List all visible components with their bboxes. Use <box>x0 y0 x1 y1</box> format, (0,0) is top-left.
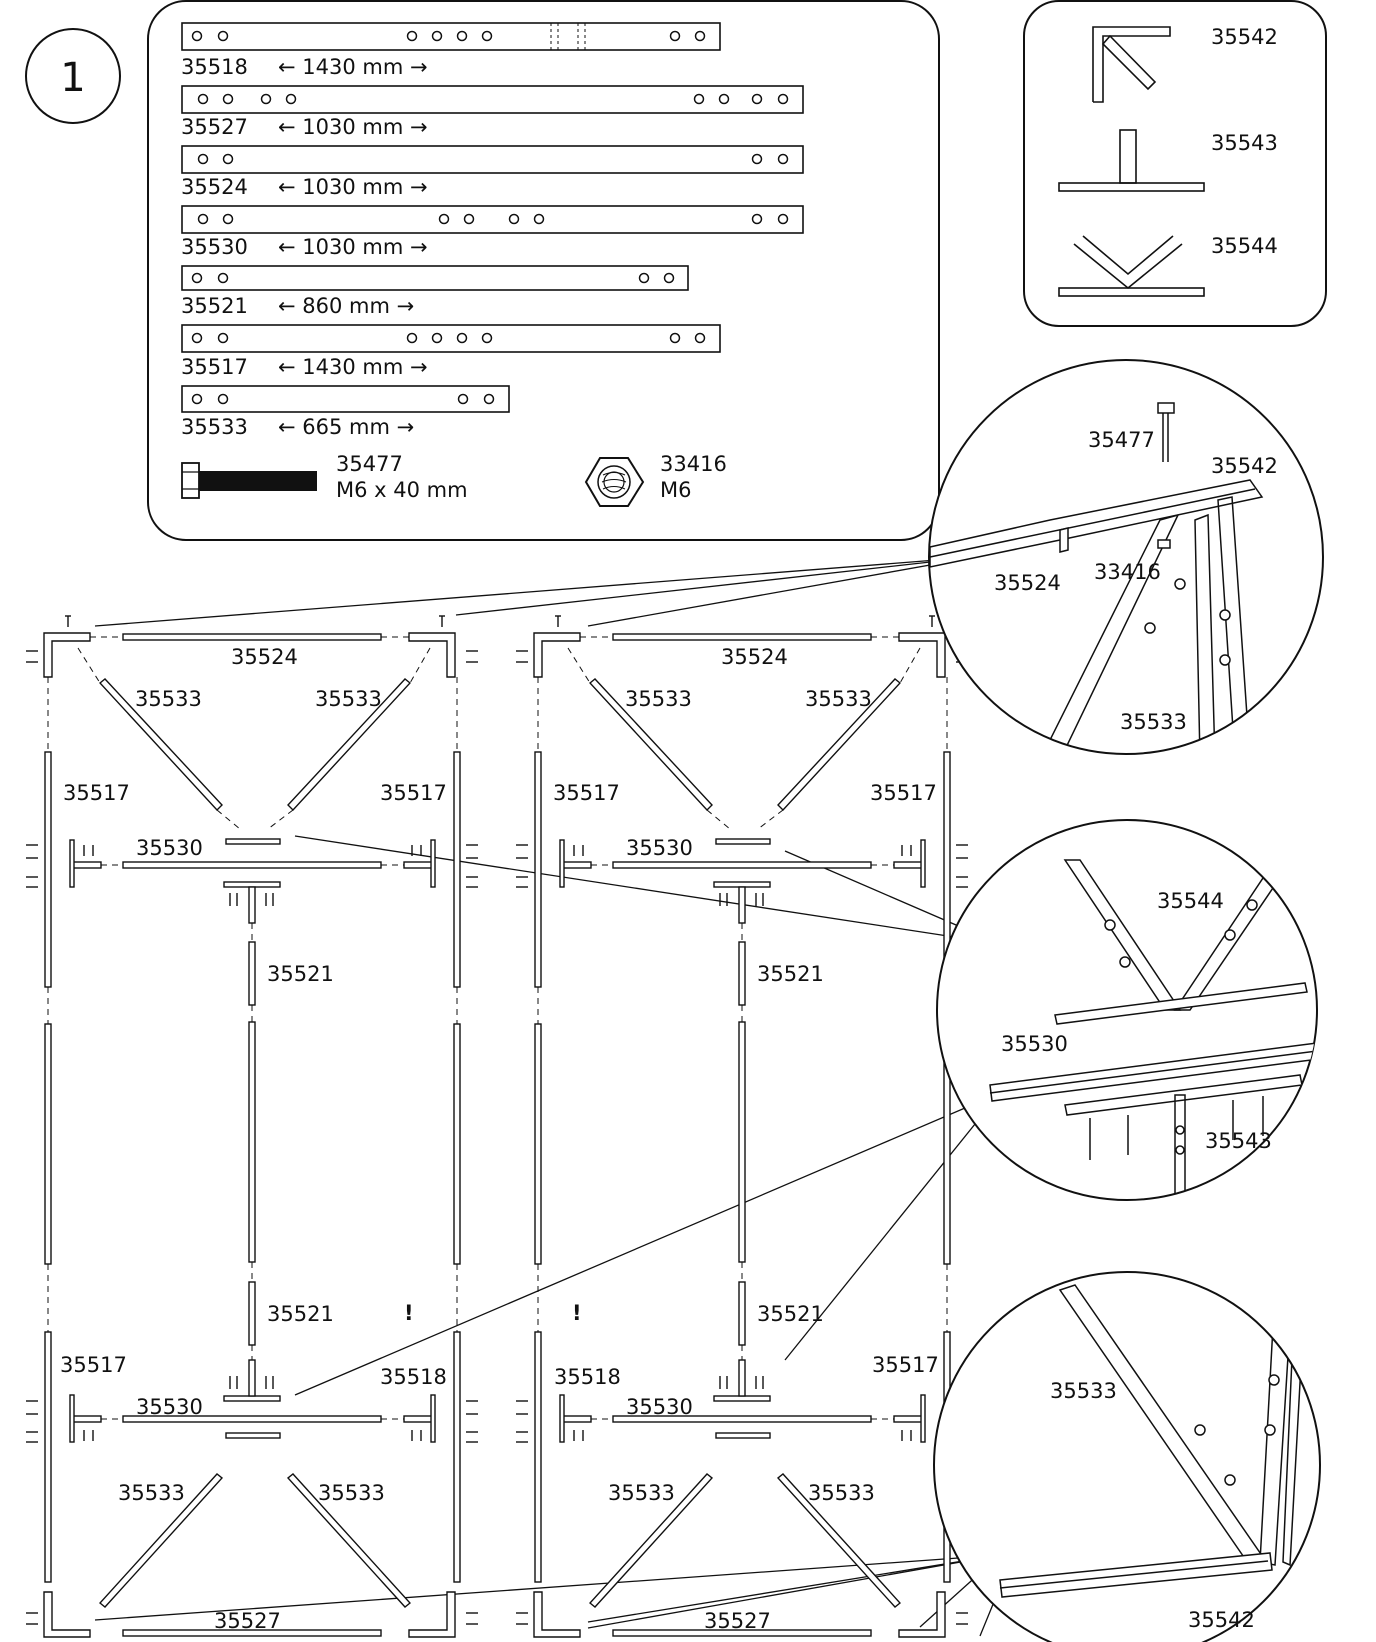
detail-label: 35477 <box>1088 428 1155 452</box>
step-badge: 1 <box>25 28 121 124</box>
part-code: 35533 <box>181 415 248 439</box>
label-upright: 35517 <box>870 781 937 805</box>
bolt-icon <box>181 462 317 499</box>
label-diagonal: 35533 <box>808 1481 875 1505</box>
connector-code: 35542 <box>1211 25 1278 49</box>
label-upright: 35517 <box>380 781 447 805</box>
connectors-panel: 35542 35543 35544 <box>1023 0 1327 327</box>
detail-top-corner: 35477 35542 35524 33416 35533 <box>928 359 1324 755</box>
detail-bottom-corner: 35533 35542 <box>933 1271 1321 1642</box>
part-length: ← 1030 mm → <box>278 235 428 259</box>
parts-panel: 35518 ← 1430 mm → 35527 ← 1030 mm → 3552… <box>147 0 940 541</box>
corner-bracket-icon <box>1092 26 1171 103</box>
label-diagonal: 35533 <box>625 687 692 711</box>
label-upright: 35517 <box>60 1353 127 1377</box>
label-top-rail: 35524 <box>231 645 298 669</box>
nut-size: M6 <box>660 478 691 502</box>
label-center-post: 35521 <box>757 1302 824 1326</box>
part-length: ← 1430 mm → <box>278 355 428 379</box>
frame-left: 35524 35533 35533 35517 35517 35530 3552… <box>26 615 478 1638</box>
part-code: 35524 <box>181 175 248 199</box>
label-diagonal: 35533 <box>315 687 382 711</box>
label-diagonal: 35533 <box>318 1481 385 1505</box>
detail-label: 35543 <box>1205 1129 1272 1153</box>
bar-35533: 35533 ← 665 mm → <box>181 385 510 439</box>
bar-35530: 35530 ← 1030 mm → <box>181 205 804 259</box>
warning-icon: ! <box>404 1301 414 1325</box>
detail-label: 35533 <box>1050 1379 1117 1403</box>
label-diagonal: 35533 <box>608 1481 675 1505</box>
bolt-size: M6 x 40 mm <box>336 478 468 502</box>
detail-label: 33416 <box>1094 560 1161 584</box>
v-bracket-icon <box>1058 235 1205 297</box>
label-upright: 35517 <box>872 1353 939 1377</box>
part-code: 35527 <box>181 115 248 139</box>
bar-35527: 35527 ← 1030 mm → <box>181 85 804 139</box>
frame-parts <box>43 632 461 1638</box>
warning-icon: ! <box>572 1301 582 1325</box>
part-code: 35521 <box>181 294 248 318</box>
label-upright: 35517 <box>553 781 620 805</box>
leader-lines <box>94 556 1006 1637</box>
label-special-upright: 35518 <box>554 1365 621 1389</box>
part-code: 35518 <box>181 55 248 79</box>
connector-code: 35543 <box>1211 131 1278 155</box>
step-number: 1 <box>60 55 85 101</box>
t-bracket-icon <box>1058 129 1205 192</box>
label-diagonal: 35533 <box>118 1481 185 1505</box>
label-center-post: 35521 <box>267 962 334 986</box>
nut-code: 33416 <box>660 452 727 476</box>
label-top-rail: 35524 <box>721 645 788 669</box>
label-diagonal: 35533 <box>805 687 872 711</box>
part-code: 35530 <box>181 235 248 259</box>
label-diagonal: 35533 <box>135 687 202 711</box>
label-mid-rail: 35530 <box>136 1395 203 1419</box>
label-upright: 35517 <box>63 781 130 805</box>
detail-label: 35542 <box>1188 1608 1255 1632</box>
part-length: ← 665 mm → <box>278 415 414 439</box>
part-code: 35517 <box>181 355 248 379</box>
part-length: ← 1430 mm → <box>278 55 428 79</box>
bar-35524: 35524 ← 1030 mm → <box>181 145 804 199</box>
label-mid-rail: 35530 <box>626 1395 693 1419</box>
bolt-code: 35477 <box>336 452 403 476</box>
label-bottom-rail: 35527 <box>214 1609 281 1633</box>
nut-icon <box>584 457 645 507</box>
bar-35521: 35521 ← 860 mm → <box>181 265 689 318</box>
label-bottom-rail: 35527 <box>704 1609 771 1633</box>
detail-label: 35533 <box>1120 710 1187 734</box>
part-length: ← 1030 mm → <box>278 115 428 139</box>
part-length: ← 860 mm → <box>278 294 414 318</box>
bolt-icons <box>26 615 478 1625</box>
bar-35518: 35518 ← 1430 mm → <box>181 22 721 79</box>
frame-right: 35524 35533 35533 35517 35517 35530 3552… <box>516 615 968 1638</box>
label-center-post: 35521 <box>267 1302 334 1326</box>
label-special-upright: 35518 <box>380 1365 447 1389</box>
detail-label: 35530 <box>1001 1032 1068 1056</box>
detail-label: 35524 <box>994 571 1061 595</box>
label-mid-rail: 35530 <box>626 836 693 860</box>
label-center-post: 35521 <box>757 962 824 986</box>
label-mid-rail: 35530 <box>136 836 203 860</box>
connector-code: 35544 <box>1211 234 1278 258</box>
frame-dashes <box>47 636 458 1420</box>
detail-middle-joint: 35544 35530 35543 <box>936 819 1318 1201</box>
detail-label: 35544 <box>1157 889 1224 913</box>
bar-35517: 35517 ← 1430 mm → <box>181 324 721 379</box>
detail-label: 35542 <box>1211 454 1278 478</box>
part-length: ← 1030 mm → <box>278 175 428 199</box>
